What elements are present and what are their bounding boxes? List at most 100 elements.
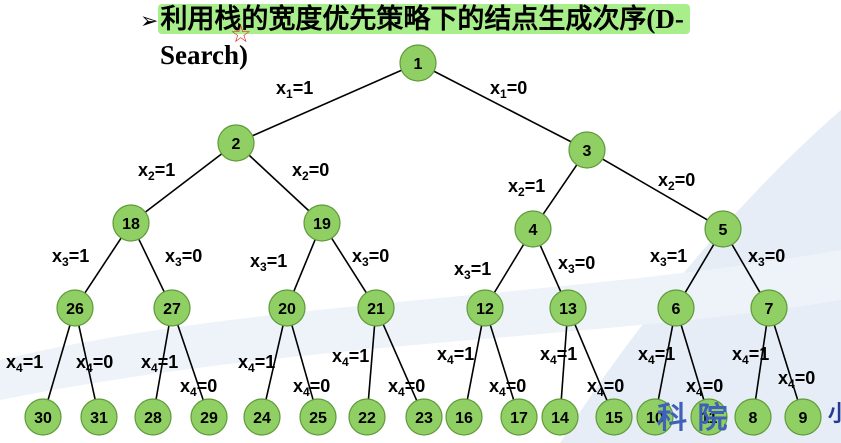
red-star-doodle-icon: ☆ (230, 20, 252, 48)
node-circle (445, 398, 483, 436)
node-circle (112, 204, 150, 242)
node-label: 24 (253, 410, 271, 427)
node-circle (500, 398, 538, 436)
node-label: 28 (144, 410, 162, 427)
node-circle (299, 398, 337, 436)
tree-node-1: 1 (399, 44, 437, 82)
tree-node-21: 21 (357, 289, 395, 327)
node-circle (153, 289, 191, 327)
node-circle (268, 289, 306, 327)
slide-title-line-2: Search) (160, 40, 248, 70)
tree-edge-13-14 (560, 325, 568, 400)
background-swoosh-band (0, 250, 841, 400)
tree-node-7: 7 (750, 289, 788, 327)
tree-edge-7-8 (754, 325, 768, 400)
edge-label-6-11: x4=0 (686, 376, 723, 399)
edge-label-5-7: x3=0 (748, 246, 785, 269)
edge-label-1-2: x1=1 (276, 78, 313, 101)
node-label: 14 (551, 410, 569, 427)
tree-edge-12-17 (489, 324, 515, 401)
tree-node-8: 8 (734, 398, 772, 436)
node-label: 16 (455, 410, 473, 427)
tree-node-15: 15 (595, 398, 633, 436)
node-label: 19 (313, 216, 331, 233)
node-circle (24, 398, 62, 436)
tree-edge-3-5 (602, 158, 708, 221)
edge-label-12-16: x4=1 (437, 344, 474, 367)
node-circle (734, 398, 772, 436)
tree-edge-19-20 (293, 239, 316, 292)
node-label: 2 (232, 136, 241, 153)
edge-label-21-23: x4=0 (388, 376, 425, 399)
tree-edge-27-28 (155, 325, 170, 400)
tree-edge-20-24 (265, 325, 284, 400)
node-circle (568, 131, 606, 169)
tree-node-13: 13 (549, 289, 587, 327)
tree-node-16: 16 (445, 398, 483, 436)
node-circle (595, 398, 633, 436)
tree-node-6: 6 (657, 289, 695, 327)
node-circle (704, 210, 742, 248)
edge-label-6-10: x4=1 (638, 344, 675, 367)
edge-label-20-25: x4=0 (293, 376, 330, 399)
tree-node-24: 24 (243, 398, 281, 436)
node-label: 29 (200, 410, 218, 427)
edge-label-3-5: x2=0 (658, 170, 695, 193)
node-label: 18 (122, 216, 140, 233)
tree-edge-1-3 (433, 70, 572, 143)
tree-edge-21-23 (382, 324, 418, 401)
tree-node-23: 23 (405, 398, 443, 436)
tree-edge-2-18 (144, 153, 223, 213)
node-circle (134, 398, 172, 436)
tree-node-4: 4 (514, 210, 552, 248)
tree-node-14: 14 (541, 398, 579, 436)
node-circle (56, 289, 94, 327)
tree-node-10: 10 (636, 398, 674, 436)
edge-label-21-22: x4=1 (332, 346, 369, 369)
node-circle (190, 398, 228, 436)
tree-edge-19-21 (330, 237, 368, 294)
node-circle (657, 289, 695, 327)
node-label: 4 (529, 222, 538, 239)
node-circle (80, 398, 118, 436)
tree-edge-20-25 (291, 325, 314, 400)
tree-node-9: 9 (784, 398, 822, 436)
node-label: 20 (278, 301, 296, 318)
tree-node-2: 2 (217, 124, 255, 162)
edge-label-18-27: x3=0 (165, 246, 202, 269)
node-label: 21 (367, 301, 385, 318)
edge-label-27-28: x4=1 (141, 352, 178, 375)
node-circle (399, 44, 437, 82)
node-label: 27 (163, 301, 181, 318)
tree-node-18: 18 (112, 204, 150, 242)
tree-node-3: 3 (568, 131, 606, 169)
node-circle (303, 204, 341, 242)
node-label: 3 (583, 143, 592, 160)
edge-label-19-20: x3=1 (250, 251, 287, 274)
tree-edge-6-10 (657, 325, 674, 400)
edge-label-4-13: x3=0 (558, 253, 595, 276)
node-label: 7 (765, 301, 774, 318)
node-label: 25 (309, 410, 327, 427)
edge-label-19-21: x3=0 (352, 246, 389, 269)
tree-node-5: 5 (704, 210, 742, 248)
node-label: 10 (646, 410, 664, 427)
edge-label-4-12: x3=1 (454, 259, 491, 282)
tree-node-19: 19 (303, 204, 341, 242)
edge-label-20-24: x4=1 (238, 352, 275, 375)
tree-edge-4-12 (493, 243, 525, 294)
tree-edge-5-7 (731, 244, 761, 293)
tree-edge-5-6 (684, 244, 715, 293)
node-label: 17 (510, 410, 528, 427)
node-circle (541, 398, 579, 436)
node-label: 6 (672, 301, 681, 318)
node-circle (784, 398, 822, 436)
tree-node-22: 22 (348, 398, 386, 436)
bullet-arrow-icon: ➢ (140, 9, 159, 34)
edge-label-7-8: x4=1 (732, 344, 769, 367)
node-label: 26 (66, 301, 84, 318)
node-circle (636, 398, 674, 436)
node-circle (750, 289, 788, 327)
node-label: 11 (701, 410, 718, 427)
